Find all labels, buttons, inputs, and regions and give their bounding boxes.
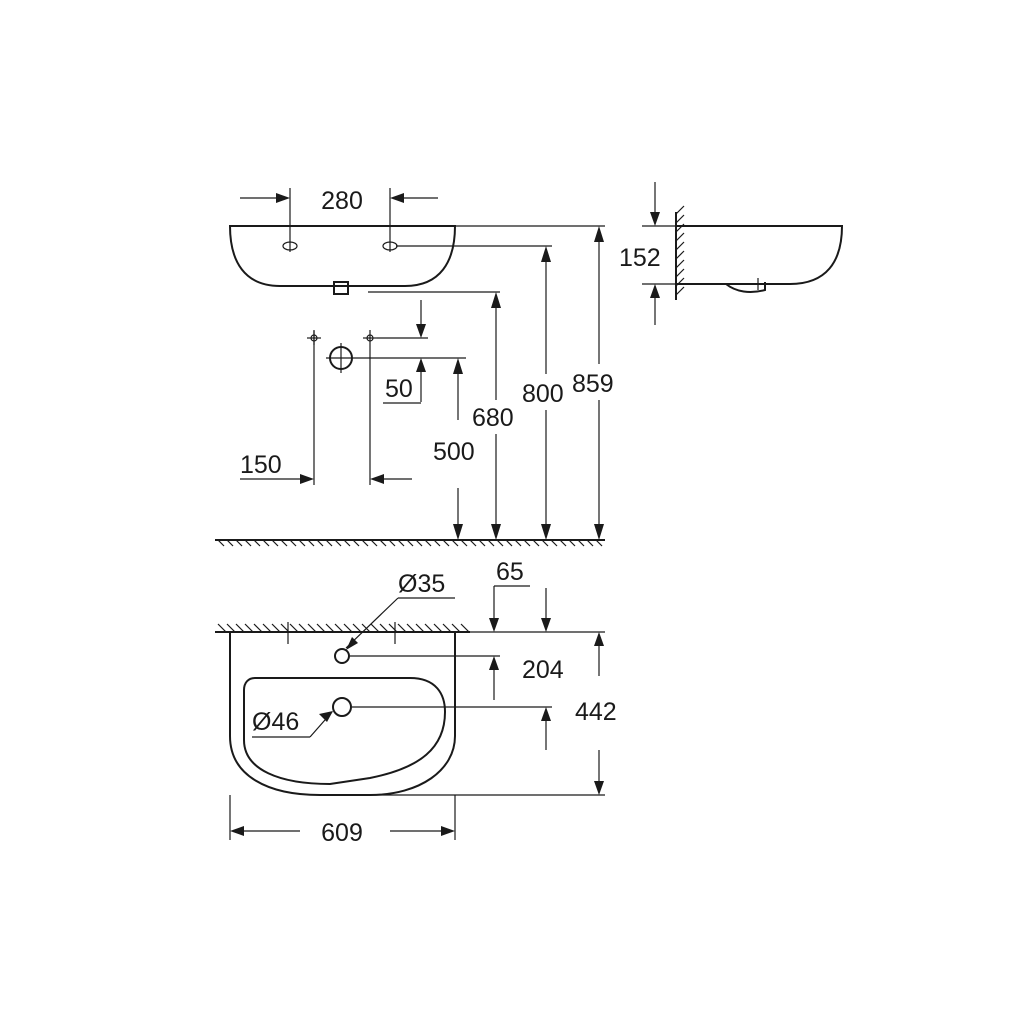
basin-plan-bowl bbox=[243, 677, 447, 786]
wall-hatching bbox=[675, 205, 685, 296]
dim-tap-hole-offset: 65 bbox=[496, 558, 524, 586]
dim-waste-height: 500 bbox=[433, 438, 475, 466]
waste-hole-plan bbox=[332, 697, 352, 717]
dim-overall-width: 609 bbox=[321, 819, 363, 847]
dim-supply-spacing: 150 bbox=[240, 451, 282, 479]
dim-overall-depth: 442 bbox=[575, 698, 617, 726]
floor-hatching bbox=[217, 539, 603, 547]
dim-overall-height: 859 bbox=[572, 370, 614, 398]
basin-plan-outline bbox=[229, 632, 456, 796]
front-elevation: 280 50 150 5 bbox=[215, 187, 614, 547]
plan-view: Ø35 Ø46 65 204 442 6 bbox=[215, 558, 617, 847]
basin-front-outline bbox=[228, 225, 457, 287]
dim-tap-hole-depth: 204 bbox=[522, 656, 564, 684]
basin-side-outline bbox=[676, 225, 844, 285]
dim-rim-height: 800 bbox=[522, 380, 564, 408]
dim-waste-diameter: Ø46 bbox=[252, 708, 299, 736]
side-elevation: 152 bbox=[619, 182, 844, 325]
dim-waste-offset: 50 bbox=[385, 375, 413, 403]
dim-basin-depth-side: 152 bbox=[619, 244, 661, 272]
tap-hole-plan bbox=[334, 648, 350, 664]
dim-bottom-height: 680 bbox=[472, 404, 514, 432]
dim-tap-hole-diameter: Ø35 bbox=[398, 570, 445, 598]
waste-outlet-front bbox=[333, 281, 349, 295]
waste-outlet-side bbox=[725, 282, 766, 293]
plan-wall-hatching bbox=[217, 623, 470, 633]
dim-tap-spacing: 280 bbox=[321, 187, 363, 215]
